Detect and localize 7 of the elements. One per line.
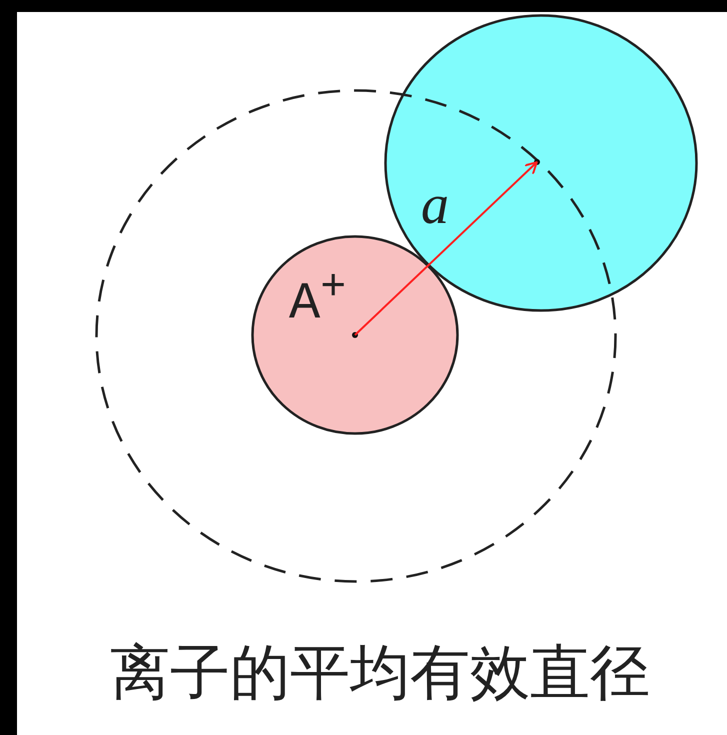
ion-circle xyxy=(251,235,459,435)
dashed-circle xyxy=(95,89,617,583)
arrow xyxy=(354,161,538,336)
caption: 离子的平均有效直径 xyxy=(110,640,650,706)
ion-circle xyxy=(384,14,698,312)
edge-label: a xyxy=(421,176,449,232)
ion-label: A$^{+}$ xyxy=(289,267,346,330)
